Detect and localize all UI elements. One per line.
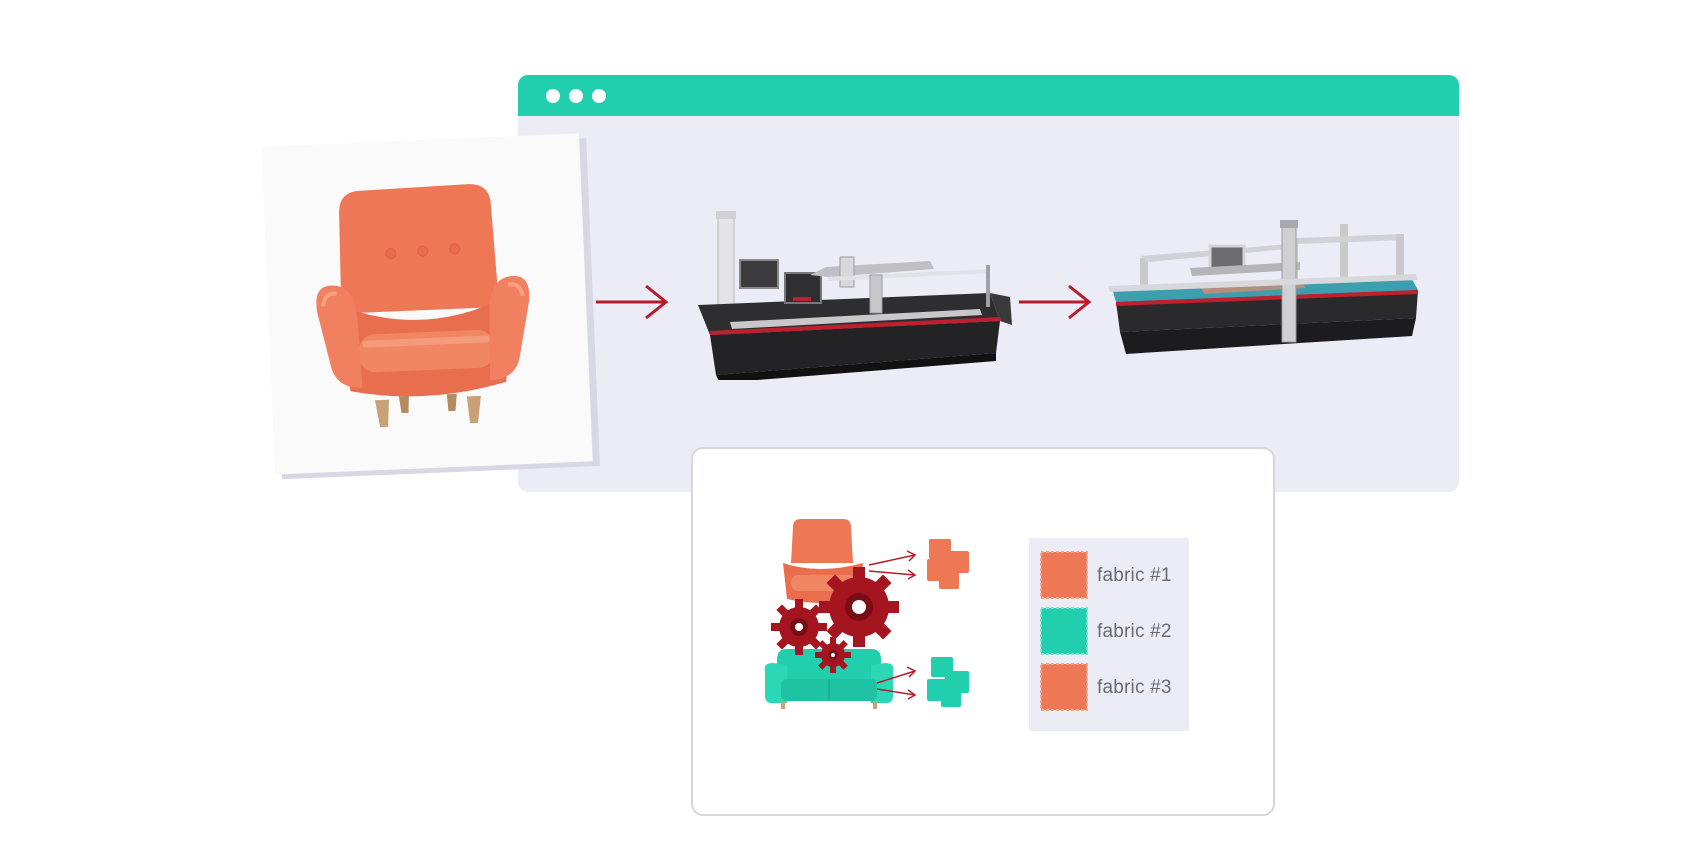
legend-label: fabric #1: [1097, 565, 1172, 586]
fabric-swatch: [1040, 607, 1088, 655]
legend-label: fabric #2: [1097, 621, 1172, 642]
window-titlebar: [518, 75, 1459, 116]
gear-icon: [771, 599, 827, 655]
fabric-swatch: [1040, 663, 1088, 711]
fabric-pieces-orange: [927, 539, 969, 589]
legend-item: fabric #1: [1039, 548, 1184, 602]
arrow-right-icon: [596, 284, 669, 320]
window-dot-icon: [592, 89, 606, 103]
fabric-pieces-teal: [927, 657, 969, 707]
furniture-gears-illustration: [764, 519, 969, 709]
legend-item: fabric #2: [1039, 604, 1184, 658]
fabric-swatch: [1040, 551, 1088, 599]
armchair-photo: [261, 133, 593, 475]
cutting-machine-illustration: [698, 211, 1012, 380]
arrow-right-icon: [868, 550, 917, 700]
legend-label: fabric #3: [1097, 677, 1172, 698]
gear-icon: [819, 567, 899, 647]
conveyor-cutter-illustration: [1108, 220, 1418, 354]
fabric-optimization-card: fabric #1 fabric #2 fabric #3: [691, 447, 1275, 816]
legend-item: fabric #3: [1039, 660, 1184, 714]
arrow-right-icon: [1019, 284, 1092, 320]
gear-icon: [815, 637, 851, 673]
window-dot-icon: [546, 89, 560, 103]
window-dot-icon: [569, 89, 583, 103]
armchair-icon: [316, 184, 530, 428]
fabric-legend: fabric #1 fabric #2 fabric #3: [1029, 538, 1189, 731]
sofa-icon: [764, 649, 894, 709]
